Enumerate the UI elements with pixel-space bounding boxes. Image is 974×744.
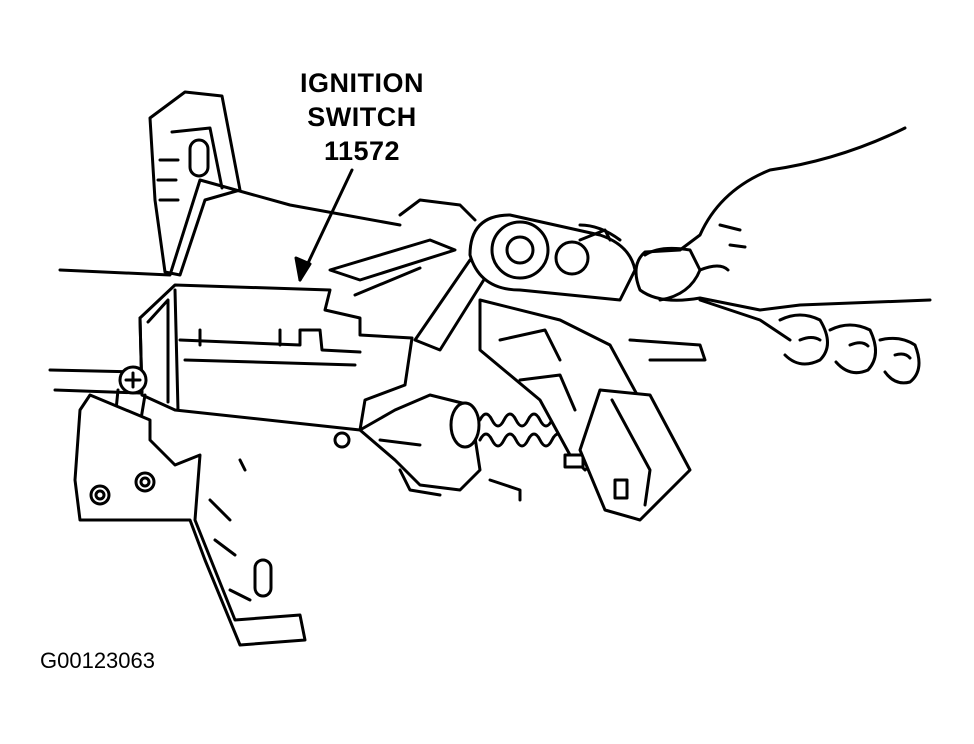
technician-hand: [580, 128, 930, 383]
callout-leader-arrow: [296, 170, 352, 280]
figure-id-label: G00123063: [40, 648, 155, 673]
lock-housing: [360, 395, 480, 495]
ratchet-wrench: [470, 215, 635, 300]
callout-line-1: IGNITION: [300, 68, 424, 98]
actuator-rod: [330, 200, 490, 350]
callout-line-3: 11572: [323, 136, 401, 166]
electrical-connector: [580, 390, 690, 520]
upper-mounting-bracket: [150, 92, 240, 275]
lower-mounting-bracket: [75, 395, 349, 645]
callout-line-2: SWITCH: [307, 102, 417, 132]
column-frame-lines: [490, 340, 705, 500]
ignition-switch-callout: IGNITION SWITCH 11572: [262, 66, 462, 168]
ignition-switch-body: [140, 285, 412, 430]
